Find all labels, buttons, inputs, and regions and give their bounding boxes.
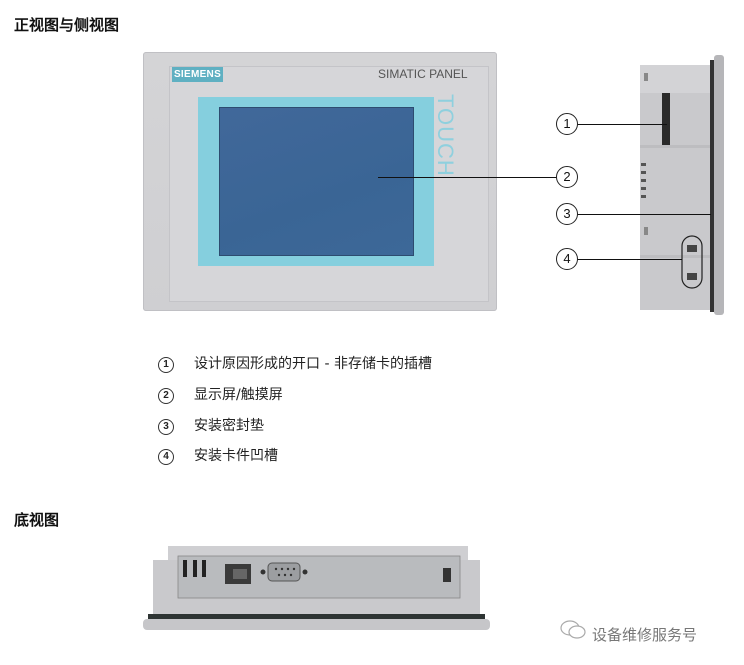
legend-item: 4 安装卡件凹槽 [158, 445, 278, 465]
leader-line-2 [378, 177, 558, 178]
legend-text: 安装密封垫 [194, 418, 264, 434]
touch-label: TOUCH [433, 94, 458, 177]
legend-item: 2 显示屏/触摸屏 [158, 384, 283, 404]
callout-2: 2 [556, 166, 578, 188]
leader-line-3 [577, 214, 711, 215]
legend-text: 安装卡件凹槽 [194, 448, 278, 464]
legend-text: 显示屏/触摸屏 [194, 387, 283, 403]
model-label: SIMATIC PANEL [378, 67, 468, 81]
section-heading-bottom: 底视图 [14, 511, 60, 529]
siemens-logo: SIEMENS [172, 67, 223, 82]
side-view-figure [640, 55, 724, 315]
legend-item: 3 安装密封垫 [158, 415, 264, 435]
bottom-view-figure [143, 546, 490, 630]
legend-number: 4 [158, 449, 174, 465]
watermark-text: 设备维修服务号 [592, 626, 698, 644]
leader-line-1 [577, 124, 667, 125]
legend-number: 3 [158, 419, 174, 435]
callout-3: 3 [556, 203, 578, 225]
watermark: 设备维修服务号 [560, 620, 697, 645]
legend-text: 设计原因形成的开口 - 非存储卡的插槽 [194, 356, 432, 372]
wechat-icon [560, 620, 586, 644]
section-heading-front-side: 正视图与侧视图 [14, 16, 120, 34]
legend-number: 1 [158, 357, 174, 373]
leader-line-4 [577, 259, 682, 260]
legend-number: 2 [158, 388, 174, 404]
display-screen [219, 107, 414, 256]
legend-item: 1 设计原因形成的开口 - 非存储卡的插槽 [158, 353, 432, 373]
callout-4: 4 [556, 248, 578, 270]
callout-1: 1 [556, 113, 578, 135]
